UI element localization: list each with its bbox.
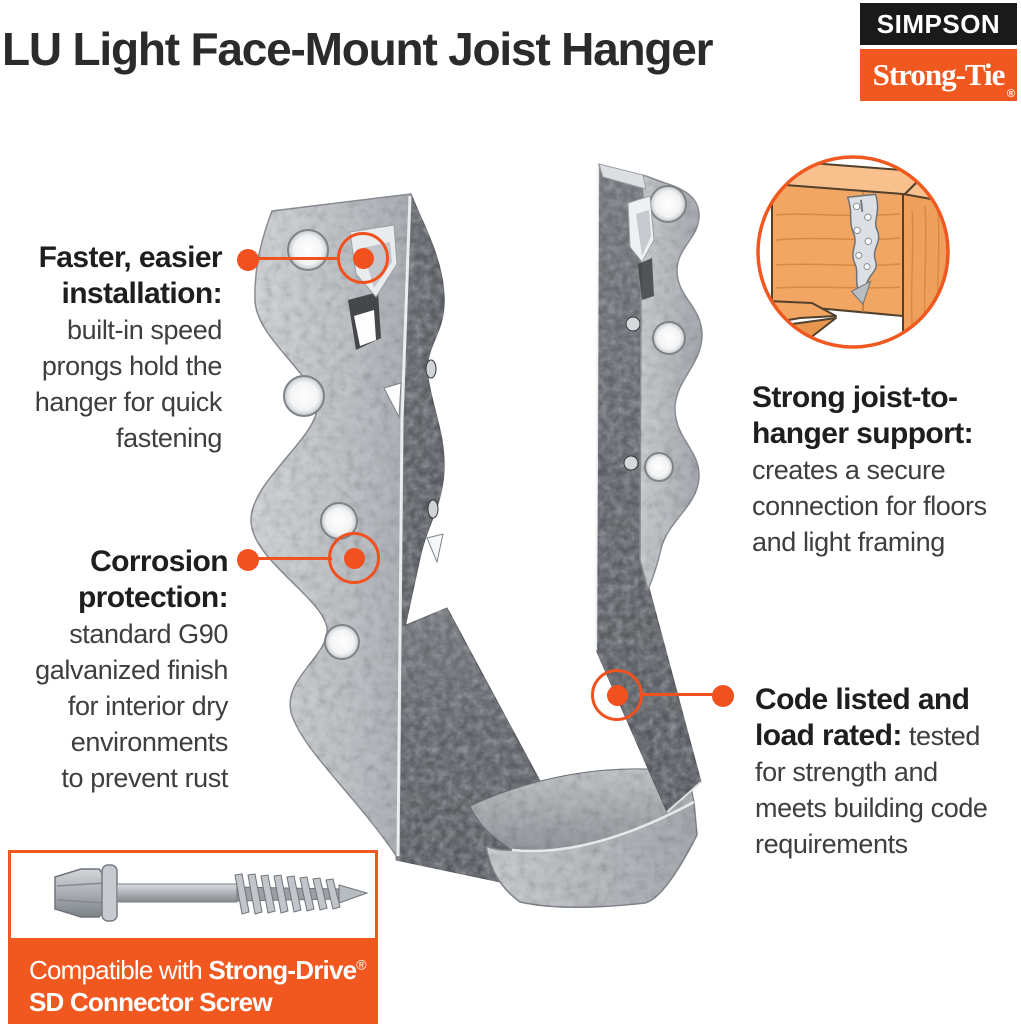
screw-tip <box>338 884 369 904</box>
leader-dot-installation <box>237 249 259 271</box>
callout-body-line: built-in speed <box>66 315 222 345</box>
callout-heading-line: hanger support: <box>752 417 974 450</box>
callout-body-line: standard G90 <box>69 619 228 649</box>
brand-logo-strongtie-text: Strong-Tie <box>872 57 1006 92</box>
screw-head <box>54 864 118 922</box>
callout-heading-line: Faster, easier <box>38 241 223 274</box>
hanger-seat <box>469 768 698 908</box>
banner-brand: Strong-Drive <box>208 955 357 985</box>
page-title: LU Light Face-Mount Joist Hanger <box>2 23 714 75</box>
screw-shank <box>116 883 238 903</box>
callout-body-line: hanger for quick <box>34 387 223 417</box>
callout-heading-line: Strong joist-to- <box>752 381 958 414</box>
callout-joist-support: Strong joist-to- hanger support: creates… <box>752 380 1014 560</box>
screw-photo-area <box>11 853 375 938</box>
inset-circle-border <box>756 155 950 349</box>
callout-body-line: environments <box>70 727 229 757</box>
banner-line2: SD Connector Screw <box>29 987 273 1017</box>
callout-heading-line: Code listed and <box>755 683 970 716</box>
screw-threads <box>234 873 369 915</box>
mini-hanger <box>846 193 880 306</box>
callout-body-line: for interior dry <box>67 691 229 721</box>
callout-heading-line: protection: <box>77 581 229 614</box>
callout-body-line: to prevent rust <box>61 763 228 793</box>
callout-body-line: fastening <box>116 423 222 453</box>
callout-installation: Faster, easier installation: built-in sp… <box>0 240 223 456</box>
compatibility-banner-label: Compatible with Strong-Drive® SD Connect… <box>11 938 375 1021</box>
inset-installation-illustration <box>756 155 950 349</box>
wood-right-board <box>902 171 948 346</box>
hanger-left-flange <box>250 193 444 861</box>
registered-mark: ® <box>1006 88 1015 100</box>
wood-header-face <box>771 183 904 317</box>
target-ring-installation <box>337 232 389 284</box>
leader-line-corrosion <box>256 557 332 560</box>
callout-body-line: galvanized finish <box>35 655 228 685</box>
registered-mark: ® <box>356 956 366 973</box>
banner-prefix: Compatible with <box>29 955 209 985</box>
callout-corrosion: Corrosion protection: standard G90 galva… <box>0 544 228 796</box>
speed-prong-right <box>627 195 655 300</box>
callout-body-line: meets building code <box>755 793 988 823</box>
leader-line-installation <box>256 257 340 260</box>
brand-logo-strongtie: Strong-Tie ® <box>860 49 1017 101</box>
compatibility-banner: Compatible with Strong-Drive® SD Connect… <box>8 850 378 1024</box>
brand-logo: SIMPSON Strong-Tie ® <box>860 3 1017 101</box>
brand-logo-simpson: SIMPSON <box>860 3 1017 45</box>
leader-dot-code-listed <box>712 685 734 707</box>
leader-dot-corrosion <box>237 549 259 571</box>
leader-line-code-listed <box>641 693 714 696</box>
screw-photo <box>54 864 369 922</box>
hanger-right-flange <box>598 163 703 591</box>
target-ring-corrosion <box>328 532 380 584</box>
callout-body-line: creates a secure <box>752 455 946 485</box>
hanger-left-side-panel <box>395 193 563 883</box>
callout-body-line: for strength and <box>755 757 938 787</box>
target-ring-code-listed <box>591 669 643 721</box>
callout-body-line: connection for floors <box>752 491 987 521</box>
callout-body-line: requirements <box>755 829 908 859</box>
callout-code-listed: Code listed and load rated: tested for s… <box>755 682 1017 862</box>
callout-mixed-line: load rated: tested <box>755 719 981 752</box>
product-photo-joist-hanger <box>250 163 703 908</box>
callout-body-line: prongs hold the <box>41 351 223 381</box>
callout-body-line: and light framing <box>752 527 945 557</box>
callout-heading-line: installation: <box>61 277 222 310</box>
callout-heading-line: Corrosion <box>90 545 229 578</box>
